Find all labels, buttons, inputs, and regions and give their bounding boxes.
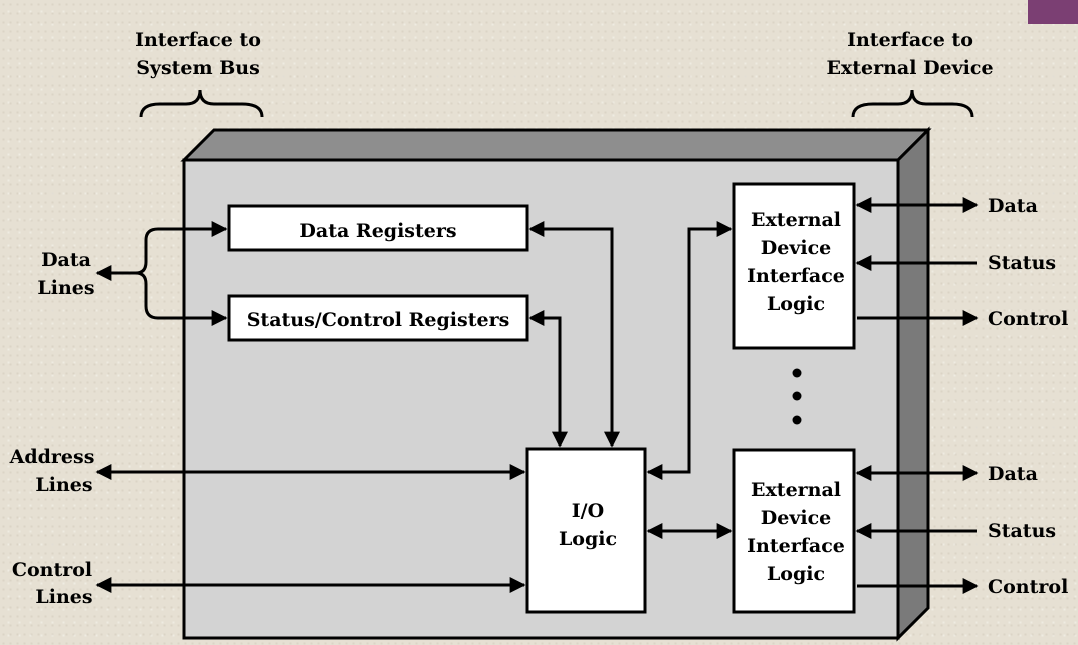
top-data-label: Data [988,195,1038,217]
ellipsis-dot [792,415,802,425]
data-lines-label-line2: Lines [37,277,94,299]
top-control-label: Control [988,308,1068,330]
address-lines-label-line2: Lines [35,474,92,496]
status-control-registers-box [227,294,529,342]
module-top-face [180,128,932,162]
system-bus-header-line2: System Bus [136,57,260,79]
status-control-registers-label: Status/Control Registers [247,309,510,331]
data-lines-label-line1: Data [41,249,91,271]
ext-logic-bottom-line1: External [751,479,841,501]
external-interface-logic-top-box [732,182,856,350]
data-registers-box [227,204,529,252]
external-device-header-line2: External Device [826,57,993,79]
ext-logic-top-line2: Device [761,237,831,259]
status-registers-to-io-logic [528,310,568,448]
control-lines-label-line2: Lines [35,586,92,608]
bottom-status-label: Status [988,520,1056,542]
data-registers-to-io-logic [528,221,620,448]
ext-logic-top-line3: Interface [747,265,845,287]
external-device-header-line1: Interface to [847,29,973,51]
data-registers-label: Data Registers [299,220,456,242]
top-status-label: Status [988,252,1056,274]
ellipsis-dot [792,368,802,378]
ext-logic-bottom-line4: Logic [767,563,825,585]
io-logic-box [525,447,647,614]
ext-logic-top-line1: External [751,209,841,231]
control-lines-label-line1: Control [12,559,92,581]
ext-logic-top-line4: Logic [767,293,825,315]
data-lines-to-status-registers [135,271,228,326]
system-bus-header-line1: Interface to [135,29,261,51]
address-lines-label-line1: Address [9,446,95,468]
bottom-control-label: Control [988,576,1068,598]
external-device-brace [851,89,974,118]
ext-logic-bottom-line2: Device [761,507,831,529]
io-logic-to-top-interface [646,221,733,480]
ext-logic-bottom-line3: Interface [747,535,845,557]
system-bus-brace [139,89,264,118]
io-logic-label-line2: Logic [559,528,617,550]
ellipsis-dot [792,391,802,401]
io-logic-label-line1: I/O [572,500,604,522]
bottom-data-label: Data [988,463,1038,485]
external-interface-logic-bottom-box [732,448,856,614]
slide-corner-accent [1028,0,1078,24]
